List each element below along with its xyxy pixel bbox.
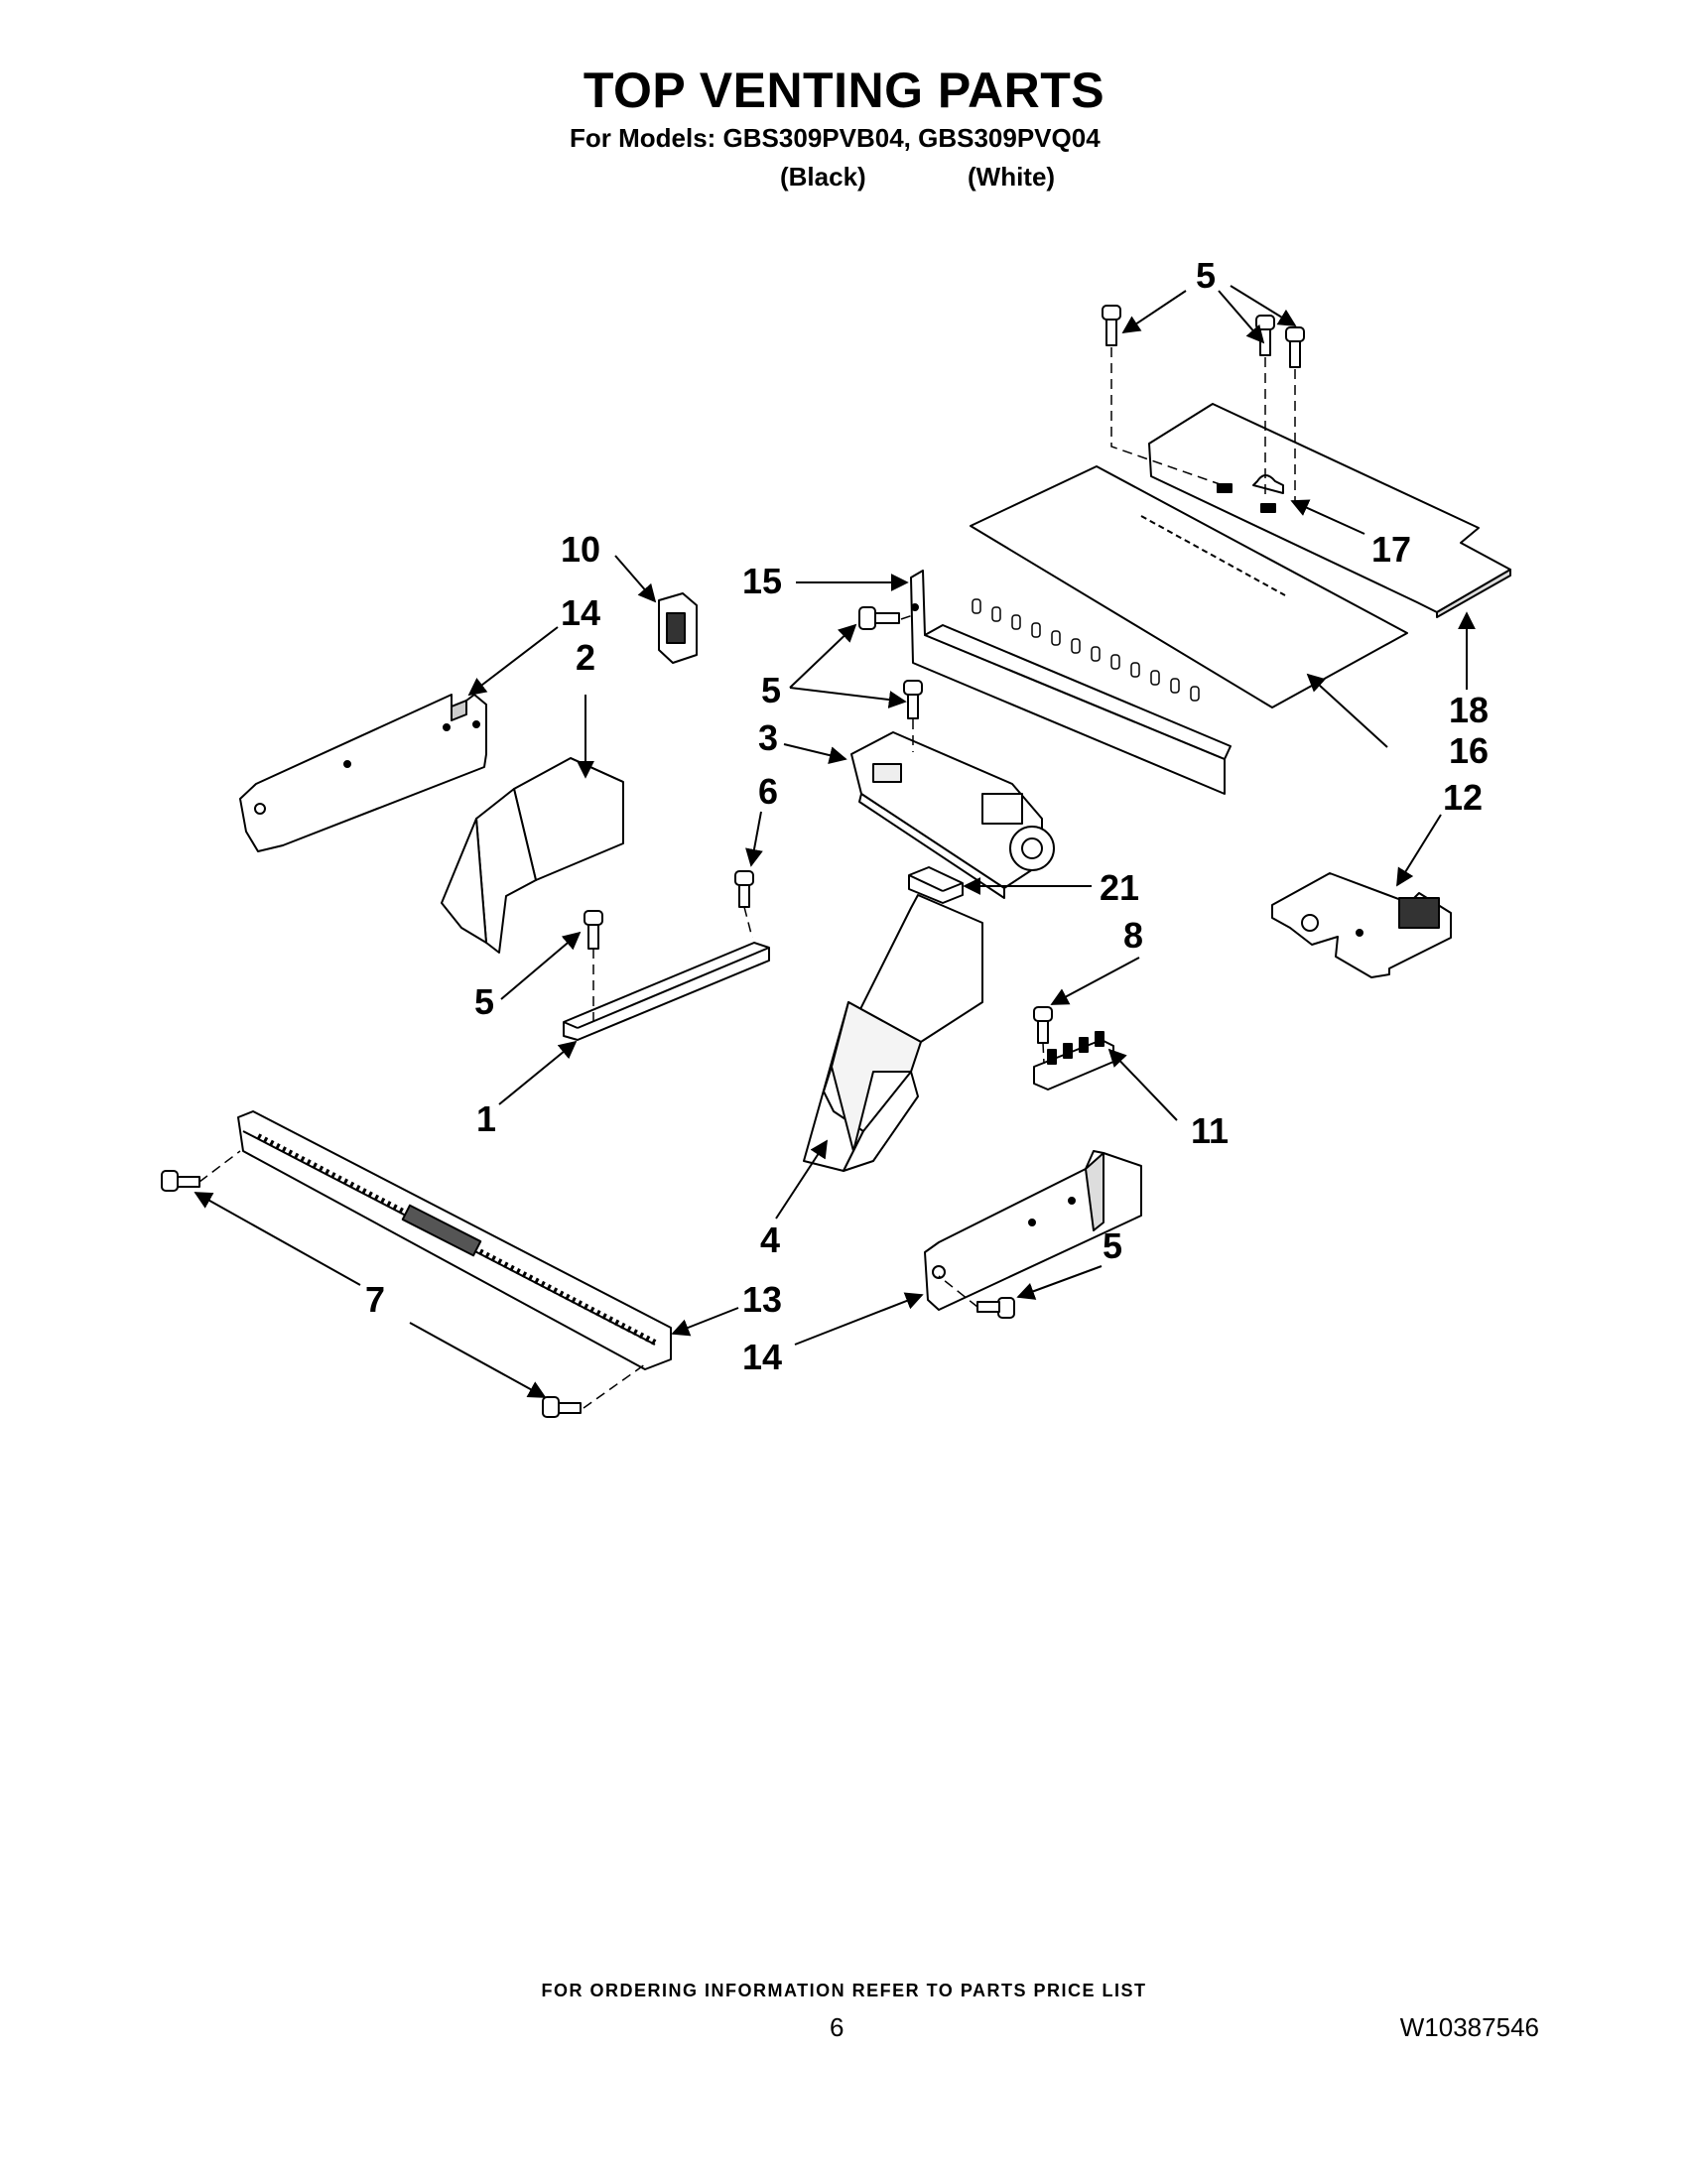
part-15-perforated-bracket	[910, 570, 1232, 795]
callout-15: 15	[742, 561, 782, 601]
part-3-fan-motor	[850, 731, 1055, 899]
callout-21: 21	[1100, 867, 1139, 908]
callout-8: 8	[1123, 915, 1143, 956]
callout-17: 17	[1371, 529, 1411, 570]
part-13-rail	[237, 1110, 672, 1370]
callout-5-mid: 5	[761, 670, 781, 710]
callout-14-right: 14	[742, 1337, 782, 1377]
callout-2: 2	[576, 637, 595, 678]
part-14-left-bracket	[239, 694, 487, 852]
callout-5-top: 5	[1196, 255, 1216, 296]
part-14-right-bracket	[924, 1150, 1142, 1311]
part-2-duct	[441, 757, 624, 954]
screw-7-right	[542, 1396, 582, 1418]
part-17-clip	[1217, 474, 1284, 513]
screw-5-left	[584, 910, 603, 950]
alignment-lines	[198, 347, 1296, 1409]
part-1-channel	[563, 942, 770, 1041]
screw-6	[734, 870, 754, 908]
callout-3: 3	[758, 717, 778, 758]
callout-1: 1	[476, 1098, 496, 1139]
callout-13: 13	[742, 1279, 782, 1320]
callout-11: 11	[1191, 1110, 1229, 1151]
callout-10: 10	[561, 529, 600, 570]
screw-5-right	[976, 1297, 1015, 1319]
callout-4: 4	[760, 1220, 780, 1260]
part-16-vent-sheet	[970, 465, 1408, 708]
variant-black: (Black)	[780, 162, 866, 192]
callout-16: 16	[1449, 730, 1489, 771]
part-18-top-cover	[1148, 403, 1511, 618]
screw-5-mid-b	[903, 680, 923, 719]
callout-18: 18	[1449, 690, 1489, 730]
screw-5-top-a	[1102, 305, 1121, 346]
callout-7: 7	[365, 1279, 385, 1320]
models-line: For Models: GBS309PVB04, GBS309PVQ04	[570, 123, 1101, 153]
part-4-baffle	[803, 894, 983, 1172]
screw-8	[1033, 1006, 1053, 1044]
part-21-block	[908, 866, 964, 904]
callout-14-left: 14	[561, 592, 600, 633]
part-12-plate	[1271, 872, 1452, 978]
callout-labels: 5 17 18 16 10 14 2 15 5 3 6 12 21 8 5 1 …	[365, 255, 1489, 1377]
page-title: TOP VENTING PARTS	[583, 63, 1105, 118]
leader-arrows	[194, 285, 1476, 1398]
callout-5-right: 5	[1103, 1225, 1122, 1266]
part-10-switch	[658, 592, 698, 664]
callout-6: 6	[758, 771, 778, 812]
screw-5-top-c	[1285, 326, 1305, 368]
page-number: 6	[830, 2012, 844, 2042]
screw-5-mid-a	[858, 606, 900, 630]
callout-12: 12	[1443, 777, 1483, 818]
screw-5-top-b	[1255, 315, 1275, 356]
callout-5-left: 5	[474, 981, 494, 1022]
document-number: W10387546	[1399, 2012, 1539, 2042]
variant-white: (White)	[968, 162, 1056, 192]
screw-7-left	[161, 1170, 200, 1192]
ordering-note: FOR ORDERING INFORMATION REFER TO PARTS …	[541, 1981, 1147, 2000]
